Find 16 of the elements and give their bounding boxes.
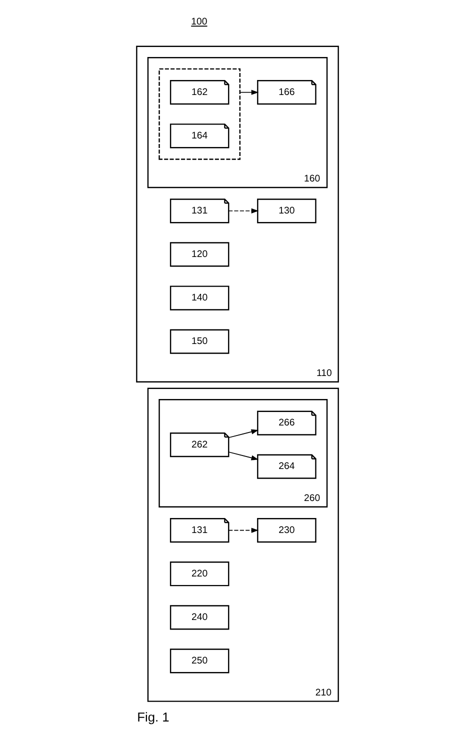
- arrow: [228, 528, 258, 533]
- arrow: [228, 208, 258, 214]
- node-box: 150: [169, 329, 229, 354]
- node-box: 230: [256, 518, 316, 543]
- node-box: 120: [169, 242, 229, 267]
- node-box: 240: [169, 605, 229, 630]
- node-box: 250: [169, 648, 229, 674]
- cluster: [158, 68, 240, 160]
- node-box: 130: [256, 198, 316, 224]
- node-box: 140: [169, 286, 229, 310]
- caption: Fig. 1: [136, 709, 169, 724]
- arrow: [228, 452, 258, 460]
- arrow: [239, 90, 258, 95]
- arrow: [228, 429, 258, 438]
- label: 100: [190, 16, 207, 28]
- node-box: 220: [169, 562, 229, 586]
